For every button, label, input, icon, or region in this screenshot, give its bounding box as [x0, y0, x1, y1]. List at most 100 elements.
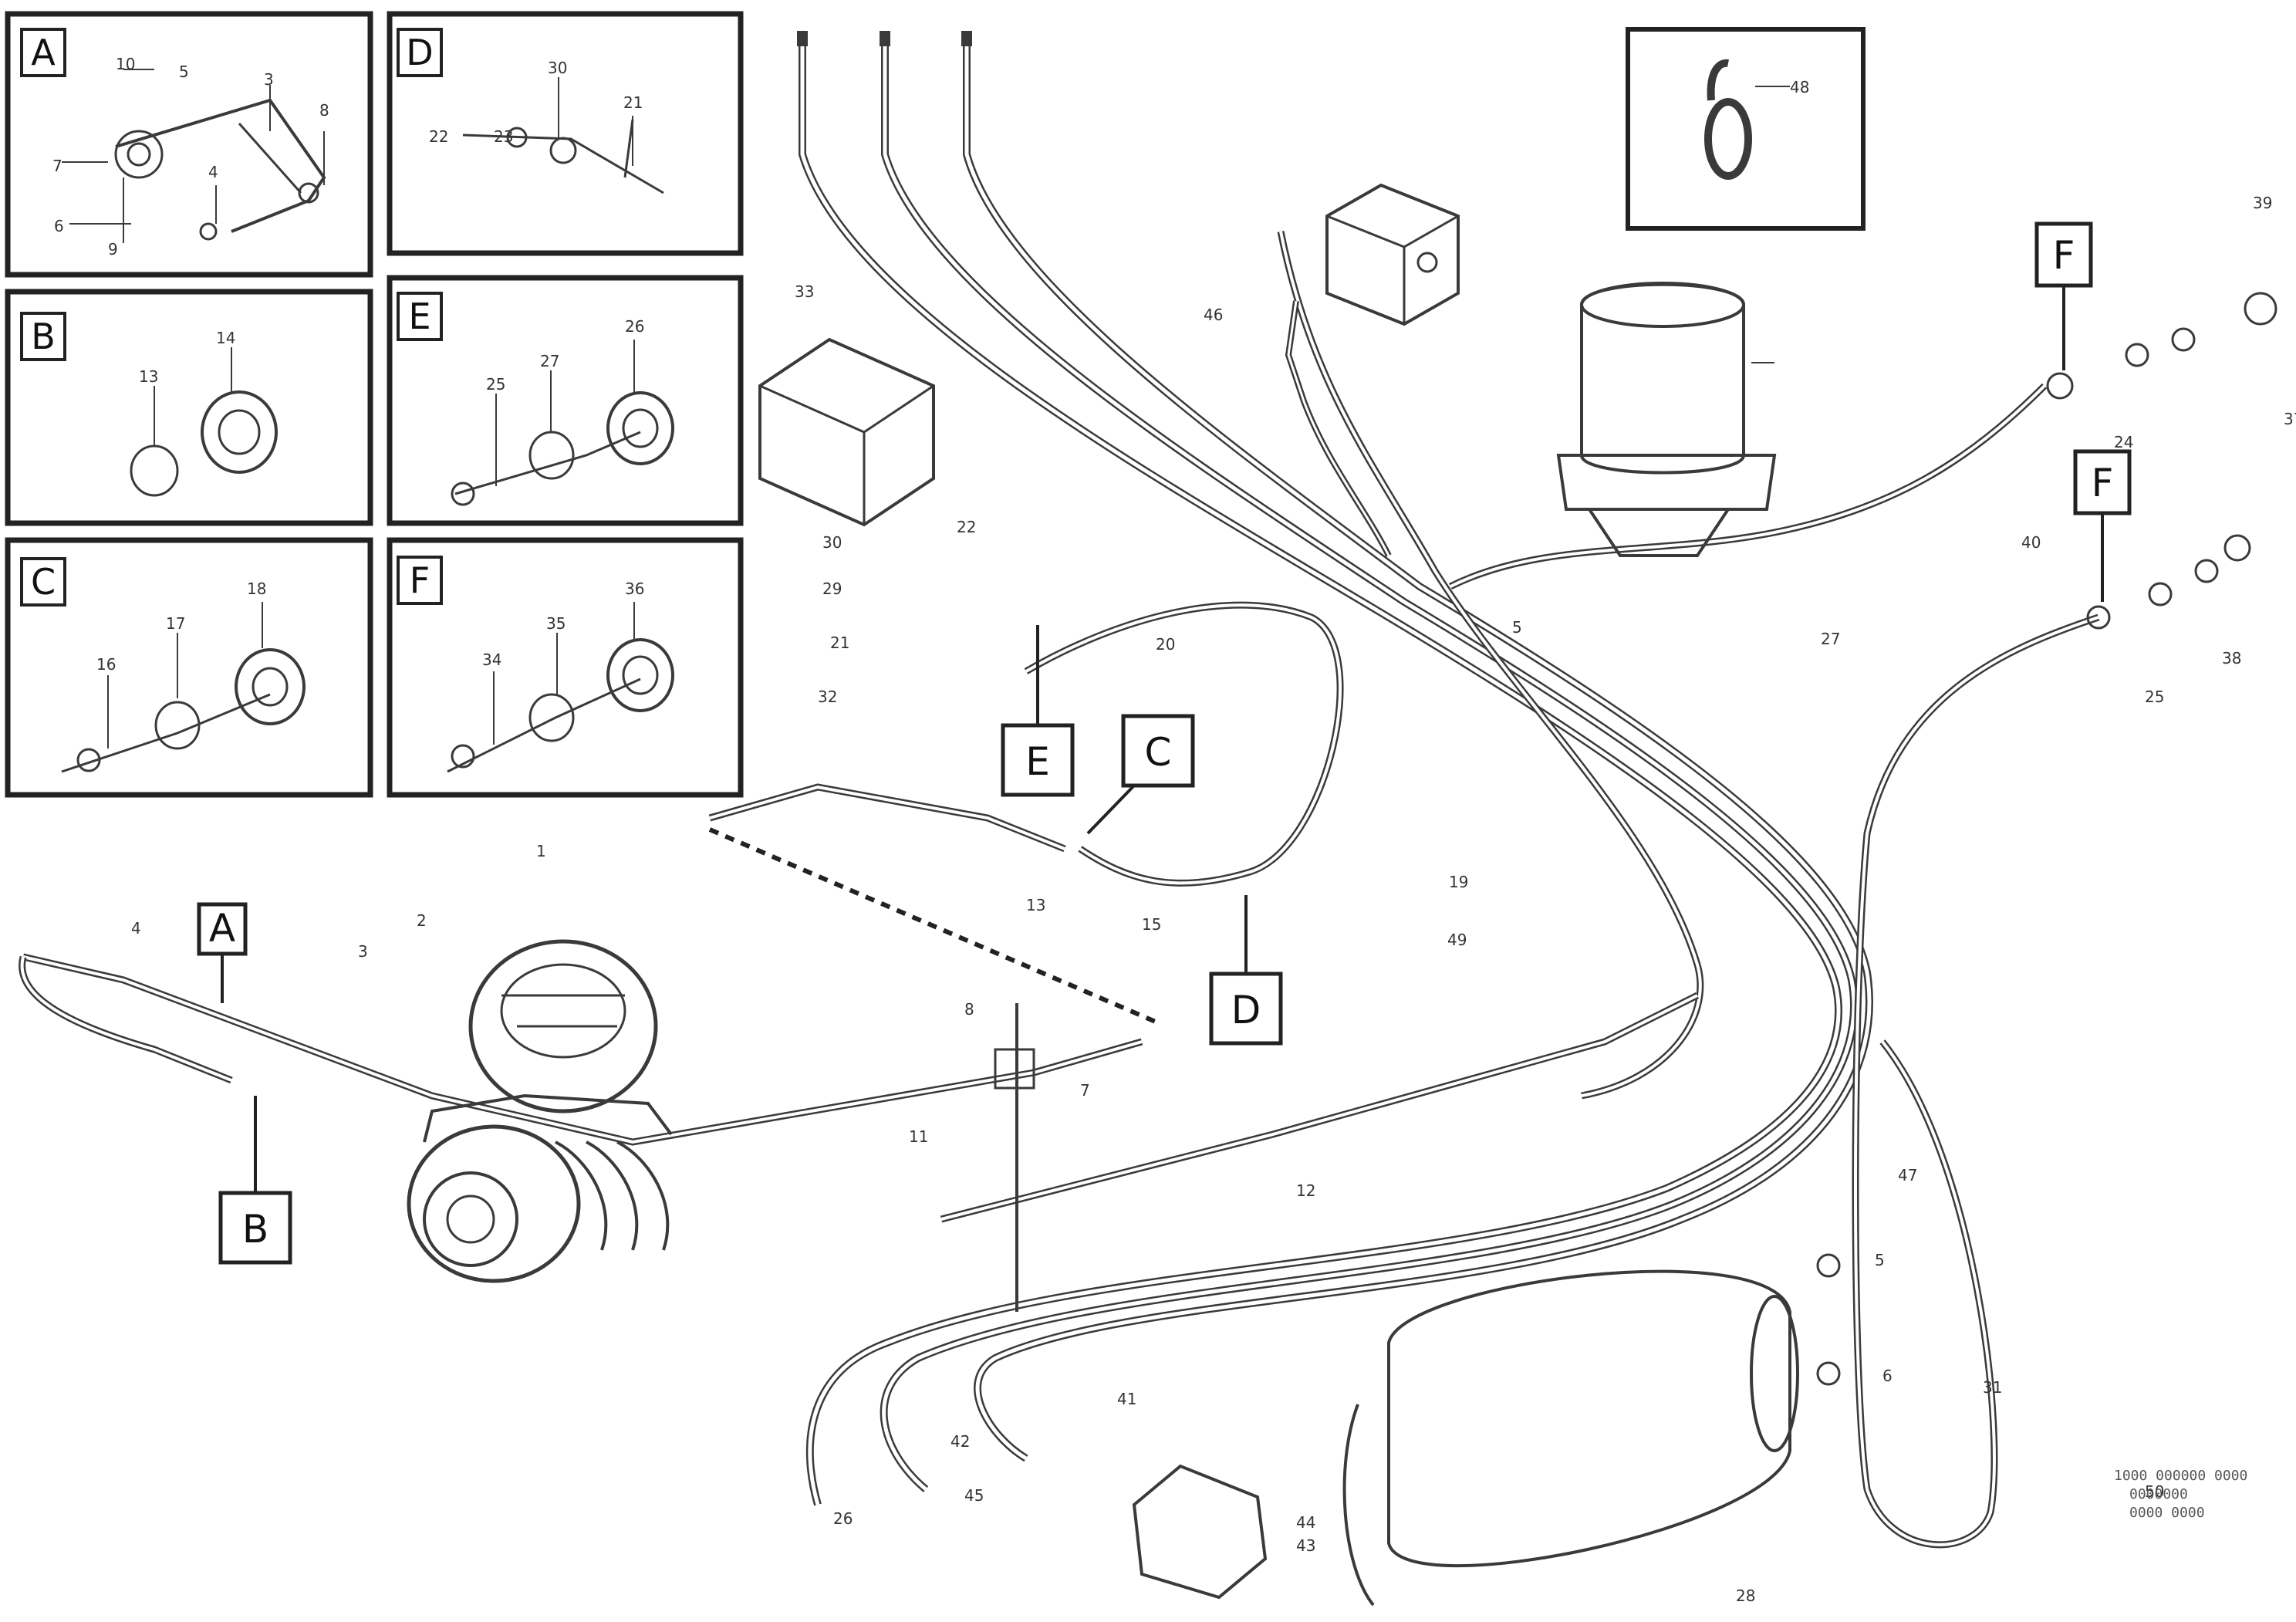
inset-a-label-9: 9 [108, 240, 118, 259]
inset-f-letter: F [410, 559, 430, 601]
part-label-12: 12 [1296, 1181, 1315, 1200]
inset-b-label-14: 14 [216, 329, 235, 347]
part-label-4: 4 [131, 919, 141, 938]
inset-a-label-4: 4 [208, 163, 218, 181]
part-label-25: 25 [2145, 688, 2164, 706]
part-label-11: 11 [909, 1127, 928, 1146]
inset-c: C 16 17 18 [5, 537, 373, 798]
part-label-50: 50 [2145, 1482, 2164, 1501]
part-label-38: 38 [2222, 649, 2241, 667]
part-label-31: 31 [1983, 1378, 2002, 1397]
part-label-22: 22 [957, 518, 976, 536]
pipe-bundle [797, 31, 1873, 1506]
pipe-46 [1285, 300, 1392, 557]
reference-code: 1000 000000 0000 0000000 0000 0000 [2114, 1468, 2247, 1521]
inset-a-label-7: 7 [52, 157, 62, 175]
part-label-45: 45 [964, 1486, 984, 1505]
callout-f-lower: F [2073, 449, 2132, 602]
inset-c-letter: C [31, 561, 56, 603]
svg-text:F: F [2092, 461, 2114, 505]
part-label-46: 46 [1204, 306, 1223, 324]
part-label-30: 30 [822, 533, 842, 552]
inset-b-label-13: 13 [139, 367, 158, 386]
part-label-42: 42 [950, 1432, 970, 1451]
inset-a-letter: A [31, 32, 56, 73]
part-label-47: 47 [1898, 1166, 1917, 1184]
callout-e: E [1001, 625, 1075, 797]
inset-c-label-16: 16 [96, 655, 116, 674]
svg-text:1000 000000 0000: 1000 000000 0000 [2114, 1468, 2247, 1484]
part-label-43: 43 [1296, 1536, 1315, 1555]
fittings-right [1816, 292, 2277, 1386]
part-label-6: 6 [1882, 1367, 1893, 1385]
part-label-3: 3 [358, 942, 368, 961]
inset-d-letter: D [406, 32, 433, 73]
part-label-5-lower: 5 [1875, 1251, 1885, 1269]
svg-text:F: F [2053, 233, 2075, 278]
svg-text:0000000: 0000000 [2129, 1486, 2188, 1502]
inset-e-label-26: 26 [625, 317, 644, 336]
callout-a: A [197, 902, 248, 1003]
inset-d: D 22 23 30 21 [387, 11, 744, 256]
inset-a-label-6: 6 [54, 217, 64, 235]
part-label-41: 41 [1117, 1390, 1136, 1408]
pipe-main-left [19, 953, 1143, 1146]
part-label-44: 44 [1296, 1513, 1315, 1532]
valve-block-33 [758, 337, 935, 527]
inset-e-letter: E [408, 296, 430, 337]
callout-d: D [1209, 895, 1283, 1046]
part-label-49: 49 [1447, 931, 1467, 949]
compressor-1 [407, 939, 673, 1283]
part-label-29: 29 [822, 580, 842, 598]
inset-b: B 13 14 [5, 289, 373, 526]
valve-44 [1132, 1464, 1268, 1600]
inset-d-label-21: 21 [623, 93, 643, 112]
part-label-26: 26 [833, 1509, 853, 1528]
part-label-13: 13 [1026, 896, 1045, 914]
callout-c: C [1086, 714, 1195, 835]
pipe-12 [940, 992, 1700, 1223]
inset-f-label-36: 36 [625, 580, 644, 598]
svg-text:0000 0000: 0000 0000 [2129, 1505, 2205, 1521]
inset-a-label-5: 5 [179, 63, 189, 81]
svg-text:B: B [242, 1207, 268, 1252]
part-labels: 1 2 3 4 5 5 6 7 8 11 12 13 15 19 20 21 2… [131, 194, 2296, 1605]
dashed-reference-line [708, 827, 1159, 1025]
svg-text:E: E [1025, 739, 1050, 784]
part-label-24: 24 [2114, 433, 2133, 451]
inset-c-label-17: 17 [166, 614, 185, 633]
inset-f: F 34 35 36 [387, 537, 744, 798]
svg-text:D: D [1231, 988, 1261, 1032]
inset-f-label-35: 35 [546, 614, 566, 633]
part-label-21: 21 [830, 634, 849, 652]
part-label-15: 15 [1142, 915, 1161, 934]
inset-a: A 7 5 6 3 8 4 9 10 [5, 11, 373, 278]
air-dryer-23 [1556, 282, 1777, 557]
part-label-33: 33 [795, 282, 814, 301]
part-label-39: 39 [2253, 194, 2272, 212]
part-label-32: 32 [818, 688, 837, 706]
pipe-to-f-lower [1852, 613, 2100, 1549]
part-label-1: 1 [536, 842, 546, 860]
svg-text:A: A [209, 906, 235, 951]
part-label-40: 40 [2021, 533, 2041, 552]
part-label-20: 20 [1156, 635, 1175, 654]
inset-b-letter: B [31, 316, 56, 357]
part-label-8: 8 [964, 1000, 974, 1019]
air-tank-28 [1342, 1269, 1799, 1607]
inset-e-label-27: 27 [540, 352, 559, 370]
fitting-group-7 [994, 1003, 1035, 1312]
inset-a-label-3: 3 [264, 70, 274, 89]
inset-a-label-10: 10 [116, 55, 135, 73]
svg-text:C: C [1145, 730, 1172, 775]
inset-d-label-22: 22 [429, 127, 448, 146]
part-label-37: 37 [2284, 410, 2296, 428]
part-label-7: 7 [1080, 1081, 1090, 1100]
pipe-to-f-upper [1448, 383, 2048, 590]
callout-f-upper: F [2034, 221, 2093, 370]
part-label-19: 19 [1449, 873, 1468, 891]
part-label-2: 2 [417, 911, 427, 930]
inset-e-label-25: 25 [486, 375, 505, 394]
inset-c-label-18: 18 [247, 580, 266, 598]
